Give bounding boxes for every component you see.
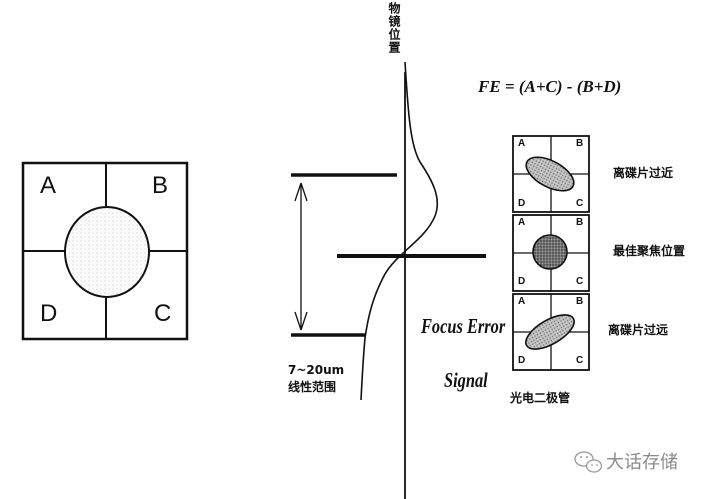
detector-too-far <box>512 293 590 371</box>
quadrant-label-d: D <box>518 355 526 366</box>
state-label-too-far: 离碟片过远 <box>608 323 669 337</box>
quadrant-label-d: D <box>518 276 526 287</box>
quadrant-label-a: A <box>518 138 526 149</box>
detector-best-focus <box>512 214 590 292</box>
quadrant-label-a: A <box>518 217 526 228</box>
quadrant-label-c: C <box>576 355 584 366</box>
quadrant-label-c: C <box>576 198 584 209</box>
spot-ellipse <box>525 156 575 192</box>
axis-label: 物镜位置 <box>387 2 401 54</box>
quadrant-label-a: A <box>518 296 526 307</box>
quadrant-label-d: D <box>518 198 526 209</box>
detector-too-near <box>512 135 590 213</box>
state-label-best-focus: 最佳聚焦位置 <box>613 244 686 258</box>
linear-range-value: 7~20um <box>288 363 345 377</box>
quadrant-label-b: B <box>576 217 584 228</box>
linear-range-label: 线性范围 <box>288 380 337 394</box>
quadrant-label-b: B <box>576 296 584 307</box>
quadrant-label-b: B <box>152 172 169 199</box>
focus-error-curve <box>291 61 486 499</box>
quadrant-label-c: C <box>154 300 172 327</box>
wechat-icon <box>574 451 603 473</box>
quadrant-label-a: A <box>40 172 57 199</box>
focus-error-title-line2: Signal <box>444 368 488 392</box>
quadrant-label-d: D <box>40 300 58 327</box>
spot-ellipse <box>525 314 575 350</box>
spot-circle <box>532 234 568 270</box>
detector-caption: 光电二极管 <box>510 391 571 405</box>
light-spot <box>64 206 150 298</box>
watermark-text: 大话存储 <box>606 452 678 473</box>
focus-error-title-line1: Focus Error <box>421 314 506 338</box>
large-quad-detector <box>21 161 189 341</box>
quadrant-label-c: C <box>576 276 584 287</box>
formula: FE = (A+C) - (B+D) <box>478 77 622 96</box>
state-label-too-near: 离碟片过近 <box>613 166 674 180</box>
s-curve <box>360 61 439 401</box>
quadrant-label-b: B <box>576 138 584 149</box>
